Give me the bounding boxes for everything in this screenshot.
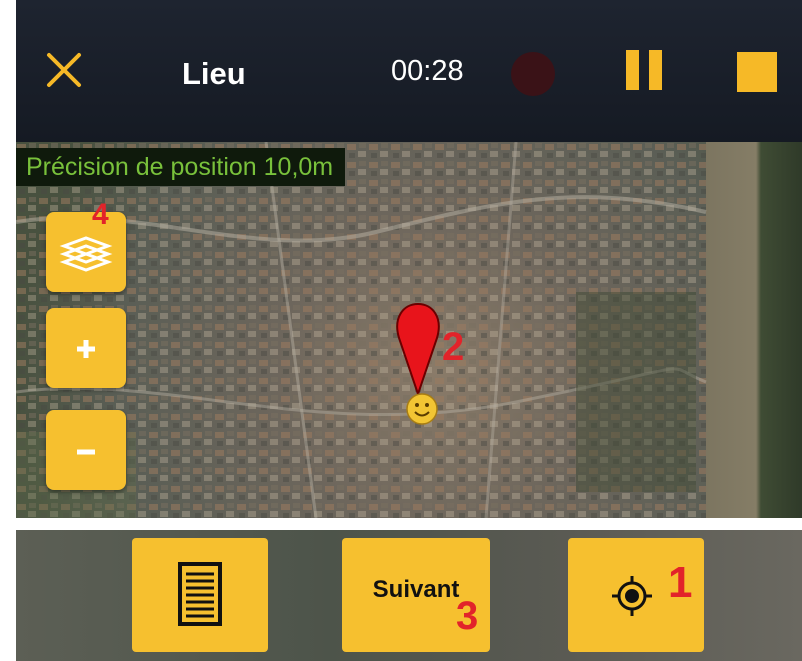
plus-icon [77,340,95,358]
zoom-out-button[interactable] [46,410,126,490]
record-dot-icon[interactable] [511,52,555,96]
map-texture [16,142,707,518]
stop-icon[interactable] [737,52,777,92]
smiley-position-icon [406,393,438,425]
minus-icon [77,449,95,455]
locate-button[interactable] [568,538,704,652]
annotation-badge-1: 1 [668,558,693,607]
list-icon [178,562,222,626]
close-icon[interactable] [46,52,82,88]
annotation-badge-3: 3 [456,594,479,638]
annotation-badge-4: 4 [92,198,109,231]
recording-timer: 00:28 [391,55,464,87]
page-title: Lieu [182,56,246,91]
crosshair-icon [612,576,652,616]
pause-icon[interactable] [626,50,662,90]
bottom-toolbar: Suivant 3 1 [16,530,802,661]
satellite-map[interactable]: Précision de position 10,0m 4 [16,142,802,518]
annotation-badge-2: 2 [442,325,465,369]
zoom-in-button[interactable] [46,308,126,388]
next-button[interactable]: Suivant [342,538,490,652]
next-button-label: Suivant [372,576,460,603]
top-app-bar: Lieu 00:28 [16,0,802,142]
app-screen: Lieu 00:28 Précision [16,0,802,661]
divider [16,518,802,530]
list-button[interactable] [132,538,268,652]
layers-button[interactable] [46,212,126,292]
map-pin-icon[interactable] [393,302,443,396]
layers-icon [59,236,113,272]
position-accuracy-label: Précision de position 10,0m [16,148,346,186]
